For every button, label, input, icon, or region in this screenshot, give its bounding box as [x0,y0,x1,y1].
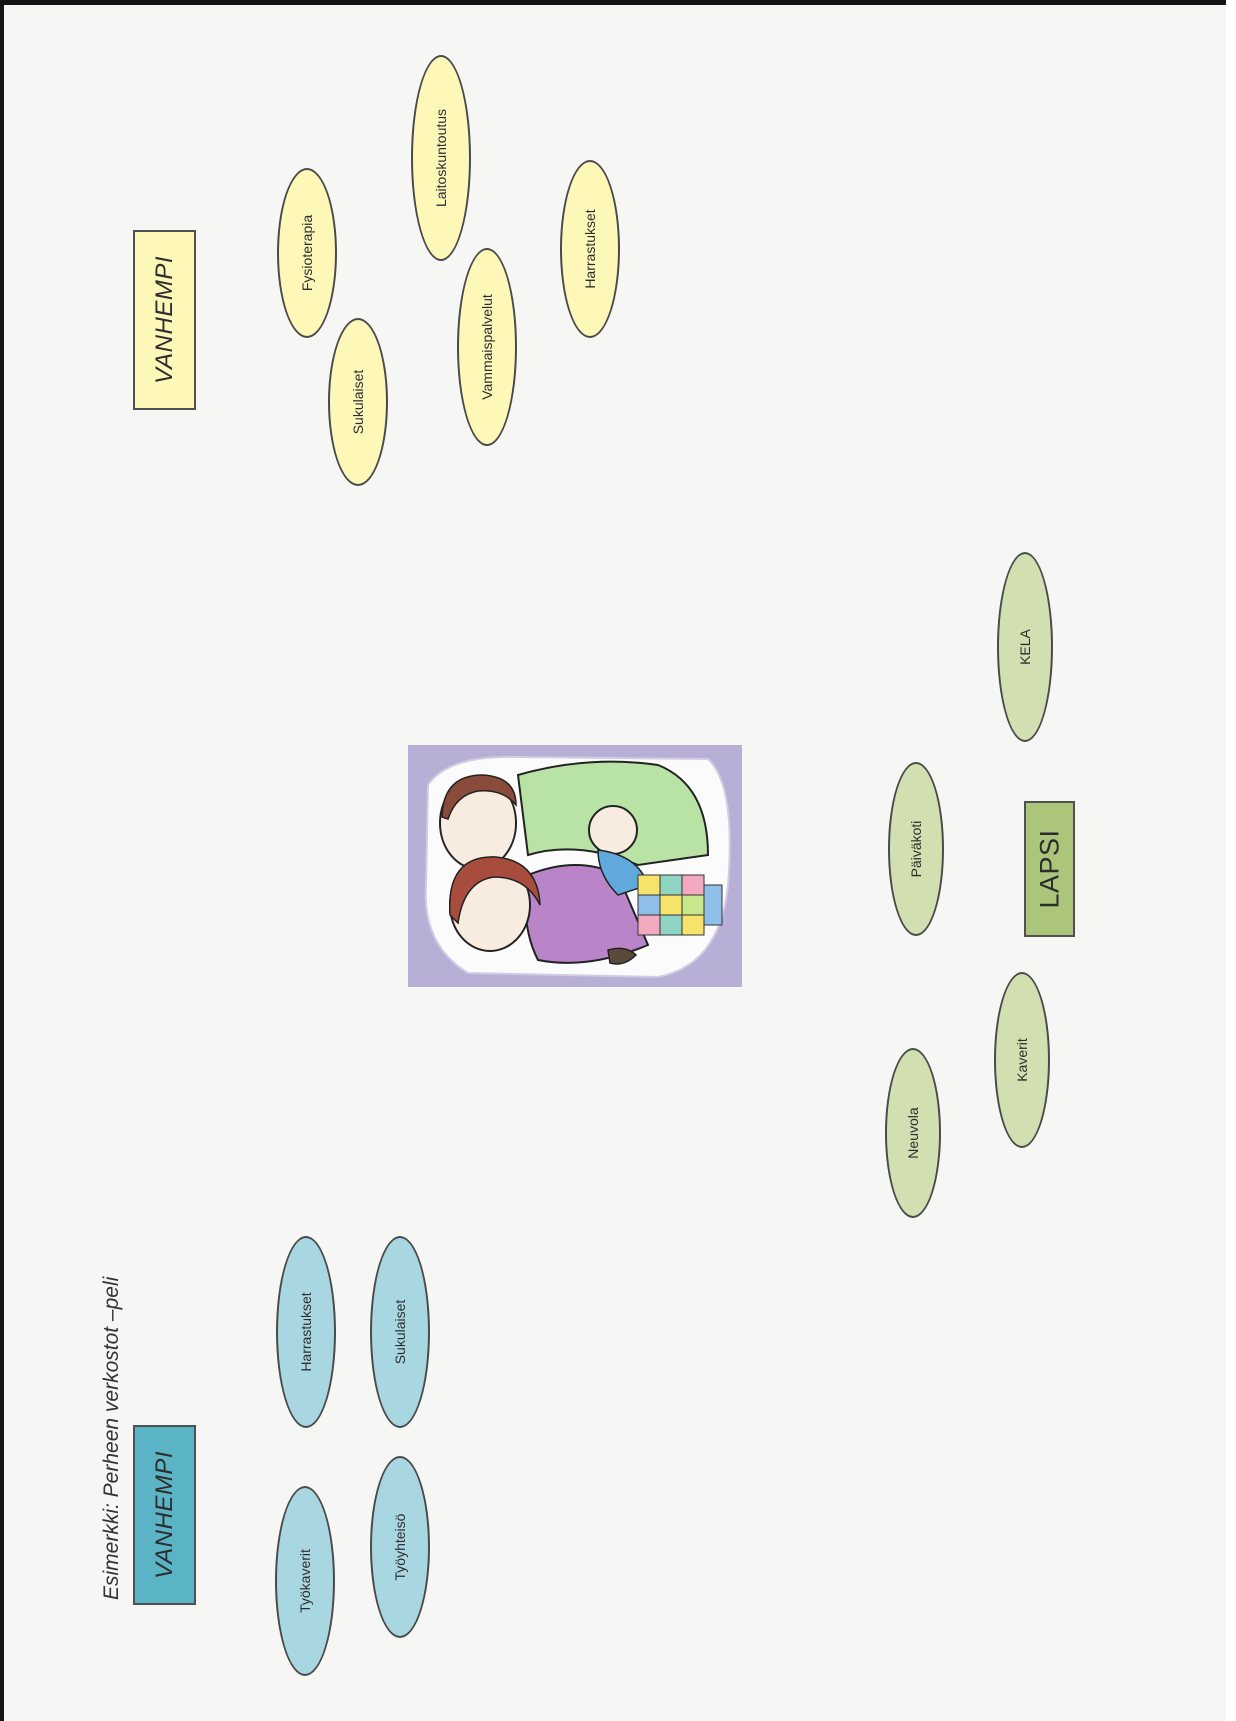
node-label: Sukulaiset [350,369,366,435]
node-sukulaiset-yellow: Sukulaiset [328,318,388,486]
node-label: KELA [1017,629,1033,665]
node-neuvola: Neuvola [885,1048,941,1218]
node-label: Työyhteisö [392,1513,408,1581]
parent-blue-label-box: VANHEMPI [133,1425,196,1605]
node-harrastukset-yellow: Harrastukset [560,160,620,338]
node-tyoyhteiso: Työyhteisö [370,1456,430,1638]
page-border-right [1226,0,1236,1721]
child-label-box: LAPSI [1024,801,1075,937]
node-label: Neuvola [905,1107,921,1159]
parent-yellow-label-box: VANHEMPI [133,230,196,410]
node-tyokaverit: Työkaverit [275,1486,335,1676]
parent-yellow-label: VANHEMPI [150,255,178,385]
node-kaverit: Kaverit [994,972,1050,1148]
node-label: Päiväkoti [908,820,924,878]
node-vammaispalvelut: Vammaispalvelut [457,248,517,446]
family-illustration [408,745,742,987]
node-label: Kaverit [1014,1038,1030,1082]
child-label: LAPSI [1034,829,1064,909]
node-kela: KELA [997,552,1053,742]
node-label: Harrastukset [298,1292,314,1372]
family-drawing [408,745,742,987]
node-label: Fysioterapia [299,214,315,292]
node-paivakoti: Päiväkoti [888,762,944,936]
node-harrastukset-blue: Harrastukset [276,1236,336,1428]
node-label: Laitoskuntoutus [433,108,449,208]
node-sukulaiset-blue: Sukulaiset [370,1236,430,1428]
node-label: Työkaverit [297,1549,313,1613]
node-label: Sukulaiset [392,1299,408,1365]
node-label: Harrastukset [582,209,598,289]
page-border-left [0,0,4,1721]
node-label: Vammaispalvelut [479,294,495,400]
page-border-top [0,0,1236,5]
parent-blue-label: VANHEMPI [150,1450,178,1580]
caption: Esimerkki: Perheen verkostot –peli [100,1276,123,1600]
node-laitoskuntoutus: Laitoskuntoutus [411,55,471,261]
node-fysioterapia: Fysioterapia [277,168,337,338]
